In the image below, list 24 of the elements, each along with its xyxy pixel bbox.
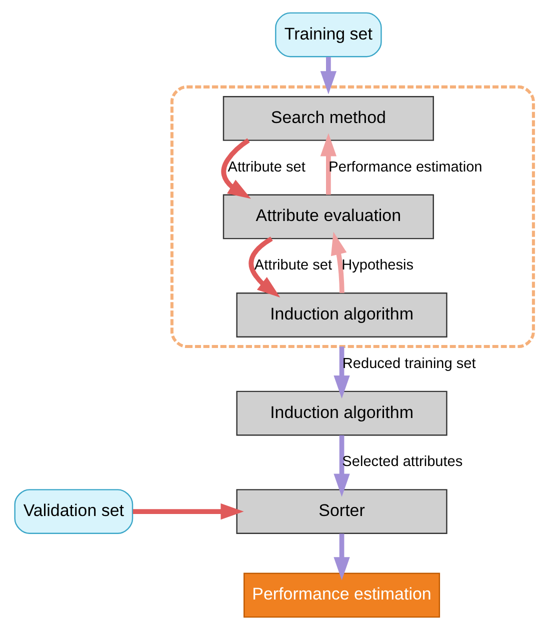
arrow bbox=[334, 435, 350, 497]
edge-label: Selected attributes bbox=[342, 454, 463, 470]
node-box: Sorter bbox=[236, 489, 448, 534]
edge-label: Attribute set bbox=[228, 159, 306, 176]
arrow bbox=[320, 56, 337, 94]
edge-label: Attribute set bbox=[254, 258, 332, 274]
node-box: Validation set bbox=[14, 489, 134, 534]
node-box: Induction algorithm bbox=[236, 292, 448, 338]
arrow bbox=[334, 534, 350, 580]
edge-label: Performance estimation bbox=[328, 159, 482, 176]
node-box: Training set bbox=[275, 12, 382, 58]
arrow bbox=[334, 346, 350, 399]
edge-label: Hypothesis bbox=[342, 258, 414, 274]
arrow bbox=[330, 232, 347, 294]
node-box: Attribute evaluation bbox=[222, 194, 434, 240]
edge-label: Reduced training set bbox=[342, 356, 476, 372]
arrow bbox=[320, 133, 337, 195]
arrow bbox=[221, 138, 251, 199]
node-box: Search method bbox=[222, 96, 434, 141]
node-box: Induction algorithm bbox=[236, 390, 448, 436]
arrow bbox=[132, 503, 244, 520]
arrow bbox=[248, 236, 280, 298]
node-box: Performance estimation bbox=[244, 572, 440, 618]
cluster bbox=[170, 85, 535, 348]
